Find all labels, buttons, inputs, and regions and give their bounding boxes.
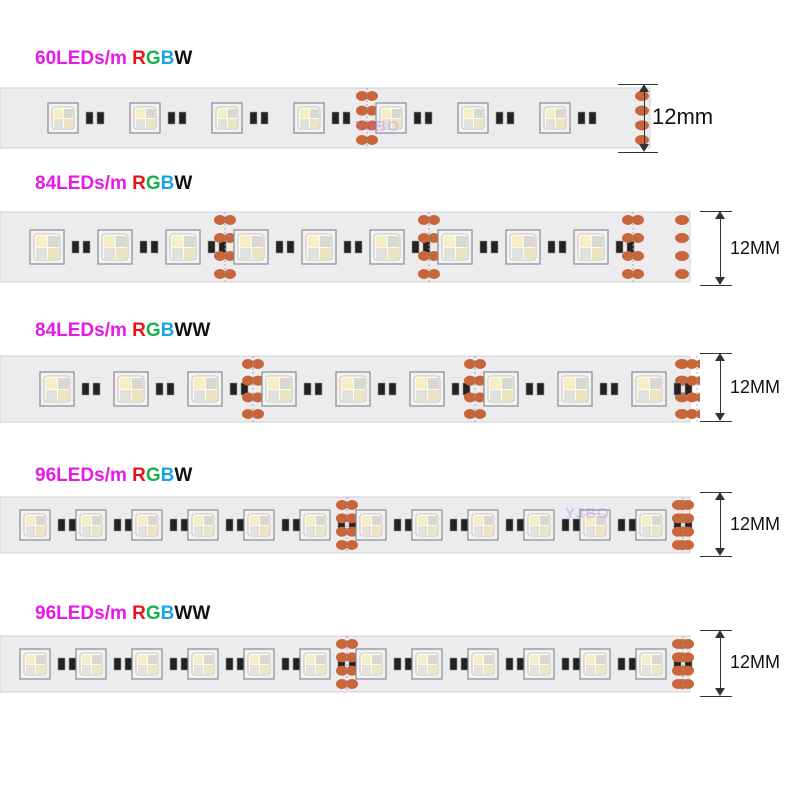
led-strip-image xyxy=(0,355,700,423)
width-label: 12MM xyxy=(730,238,781,258)
width-label: 12MM xyxy=(730,652,781,672)
row-title: 84LEDs/m RGBWW xyxy=(35,320,210,342)
width-label: 12MM xyxy=(730,377,781,397)
title-g: G xyxy=(145,173,161,194)
title-r: R xyxy=(132,465,146,486)
width-label: 12mm xyxy=(652,104,714,129)
title-b: B xyxy=(160,173,175,194)
title-b: B xyxy=(160,465,175,486)
row-title: 96LEDs/m RGBW xyxy=(35,465,192,487)
led-strip-image xyxy=(0,87,651,149)
title-w: WW xyxy=(174,320,211,341)
row-title: 84LEDs/m RGBW xyxy=(35,173,192,195)
led-strip-image xyxy=(0,496,694,554)
width-label: 12MM xyxy=(730,514,781,534)
title-g: G xyxy=(145,603,161,624)
title-w: WW xyxy=(174,603,211,624)
title-g: G xyxy=(145,320,161,341)
title-r: R xyxy=(132,48,146,69)
title-b: B xyxy=(160,48,175,69)
title-b: B xyxy=(160,603,175,624)
title-w: W xyxy=(174,173,193,194)
title-g: G xyxy=(145,48,161,69)
title-r: R xyxy=(132,173,146,194)
title-prefix: 96LEDs/m xyxy=(35,465,133,486)
row-title: 60LEDs/m RGBW xyxy=(35,48,192,70)
title-b: B xyxy=(160,320,175,341)
title-w: W xyxy=(174,465,193,486)
title-prefix: 84LEDs/m xyxy=(35,320,133,341)
row-title: 96LEDs/m RGBWW xyxy=(35,603,210,625)
title-prefix: 96LEDs/m xyxy=(35,603,133,624)
watermark: YJBO xyxy=(565,505,610,522)
title-prefix: 60LEDs/m xyxy=(35,48,133,69)
title-g: G xyxy=(145,465,161,486)
led-strip-image xyxy=(0,635,694,693)
title-r: R xyxy=(132,320,146,341)
watermark: YJBO xyxy=(355,118,400,135)
led-strip-image xyxy=(0,211,691,283)
title-r: R xyxy=(132,603,146,624)
title-prefix: 84LEDs/m xyxy=(35,173,133,194)
title-w: W xyxy=(174,48,193,69)
